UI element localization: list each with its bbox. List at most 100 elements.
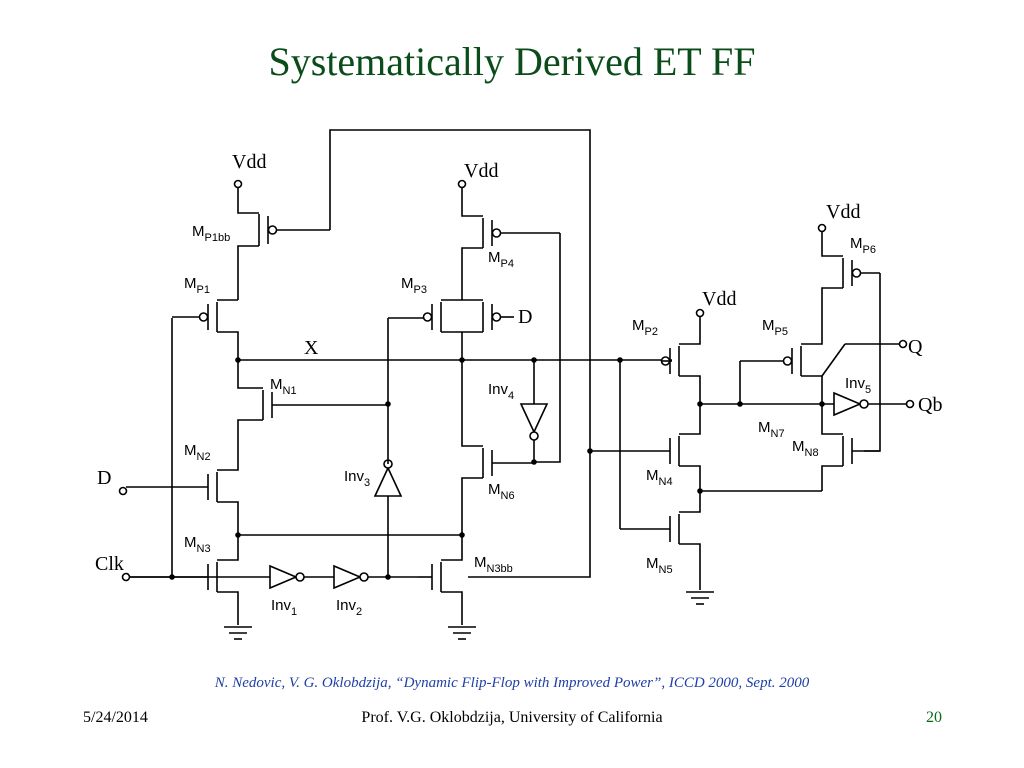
- wire-mp4-drain: [461, 247, 483, 300]
- transistor-mp3: [422, 302, 442, 332]
- inverter-triangle: [519, 403, 549, 434]
- wire-vdd-mp2: [679, 317, 701, 345]
- junction-x-left: [235, 357, 241, 363]
- inverter-bubble: [859, 399, 869, 409]
- mn4-label: MN4: [646, 467, 673, 488]
- wire-mn1-mn2: [217, 419, 263, 471]
- transistor-mp-d: [482, 302, 514, 332]
- inv5-label: Inv5: [845, 375, 871, 396]
- wire-vdd-mp6: [821, 232, 843, 257]
- net-qb-label: Qb: [918, 394, 942, 416]
- junction-mid-right: [459, 532, 465, 538]
- inverter-inv2: [333, 564, 369, 590]
- wire-mp4-gate-feedback: [534, 233, 561, 463]
- junction-clk: [169, 574, 175, 580]
- wire-mn5-ground: [679, 543, 701, 590]
- wire-mn3bb-ground: [441, 591, 463, 625]
- transistor-mp2: [660, 346, 680, 376]
- schematic-wires: [118, 129, 915, 640]
- wire-mp6-mn8-gate: [864, 273, 881, 452]
- mn7-label: MN7: [758, 419, 785, 440]
- transistor-mn6: [482, 448, 534, 478]
- inverter-triangle: [373, 466, 403, 497]
- vdd-terminal-mp2: [695, 308, 705, 318]
- pmos-bubble: [491, 228, 502, 238]
- mp2-label: MP2: [632, 317, 658, 338]
- mp3-label: MP3: [401, 275, 427, 296]
- junction-mp5-gate: [737, 401, 743, 407]
- wire-mn3-ground: [217, 591, 239, 625]
- transistor-mp5: [740, 346, 802, 376]
- vdd-terminal-mp6: [817, 223, 827, 233]
- wire-mn8-source: [821, 465, 843, 491]
- transistor-mn2: [126, 472, 218, 502]
- junction-x-inv4: [531, 357, 537, 363]
- qb-output-terminal: [905, 399, 915, 409]
- wire-mp2-out: [679, 375, 701, 435]
- junction-x-right: [617, 357, 623, 363]
- pmos-bubble: [851, 268, 862, 278]
- vdd-terminal-mp1bb: [233, 179, 243, 189]
- junction-x-mid: [459, 357, 465, 363]
- inverter-triangle: [833, 391, 863, 417]
- mp1-label: MP1: [184, 275, 210, 296]
- wire-x-mn1: [237, 360, 263, 389]
- inv3-label: Inv3: [344, 468, 370, 489]
- transistor-mp1bb: [258, 214, 330, 246]
- vdd-label-mp4: Vdd: [464, 160, 498, 182]
- slide-title: Systematically Derived ET FF: [268, 39, 756, 84]
- inverter-triangle: [333, 564, 363, 590]
- junction-inv4-out: [531, 459, 537, 465]
- junction-mn4-gate: [697, 488, 703, 494]
- transistor-mn7: [590, 436, 680, 466]
- citation: N. Nedovic, V. G. Oklobdzija, “Dynamic F…: [214, 675, 810, 691]
- pmos-bubble: [782, 356, 793, 366]
- wire-mp1bb-mp1: [237, 245, 259, 300]
- inverter-inv5: [833, 391, 869, 417]
- transistor-mn1: [262, 390, 388, 420]
- junction-feedback-mn7: [587, 448, 593, 454]
- mp4-label: MP4: [488, 249, 514, 270]
- wire-mp1-drain: [217, 331, 239, 360]
- junction-dots: [169, 357, 825, 580]
- q-output-terminal: [898, 339, 908, 349]
- mp6-label: MP6: [850, 235, 876, 256]
- mn6-label: MN6: [488, 481, 515, 502]
- junction-mn1-gate: [385, 401, 391, 407]
- clk-terminal: [121, 572, 131, 582]
- net-clk-label: Clk: [95, 553, 124, 575]
- junction-mn2-bottom: [235, 532, 241, 538]
- net-x-label: X: [304, 337, 319, 359]
- pmos-bubble: [198, 312, 209, 322]
- inverter-triangle: [269, 564, 299, 590]
- net-d-mid-label: D: [518, 306, 532, 328]
- footer-author: Prof. V.G. Oklobdzija, University of Cal…: [361, 709, 663, 726]
- wire-mn6-mn3bb: [441, 477, 483, 561]
- inv1-label: Inv1: [271, 597, 297, 618]
- mn3-label: MN3: [184, 534, 211, 555]
- mn1-label: MN1: [270, 376, 297, 397]
- mn8-label: MN8: [792, 438, 819, 459]
- mp5-label: MP5: [762, 317, 788, 338]
- inverter-inv1: [269, 564, 305, 590]
- mn2-label: MN2: [184, 442, 211, 463]
- net-d-input-label: D: [97, 467, 111, 489]
- junction-q-internal: [697, 401, 703, 407]
- vdd-label-mp2: Vdd: [702, 288, 736, 310]
- wire-q-diagonal: [821, 343, 846, 377]
- junction-inv2-out: [385, 574, 391, 580]
- pmos-bubble: [422, 312, 433, 322]
- inverter-inv3: [373, 459, 403, 497]
- inverter-bubble: [295, 572, 305, 582]
- mn3bb-label: MN3bb: [474, 554, 513, 575]
- transistor-mn8: [842, 436, 880, 466]
- net-q-label: Q: [908, 336, 923, 358]
- pmos-bubble: [267, 225, 278, 235]
- transistor-mn3bb: [418, 562, 442, 592]
- vdd-label-mp1bb: Vdd: [232, 151, 266, 173]
- wire-vdd-mp4: [461, 188, 483, 217]
- wire-mp6-mp5: [801, 290, 823, 345]
- mn5-label: MN5: [646, 555, 673, 576]
- schematic-labels: Vdd Vdd Vdd Vdd X D D Clk Q Qb MP1bb MP1…: [95, 151, 942, 618]
